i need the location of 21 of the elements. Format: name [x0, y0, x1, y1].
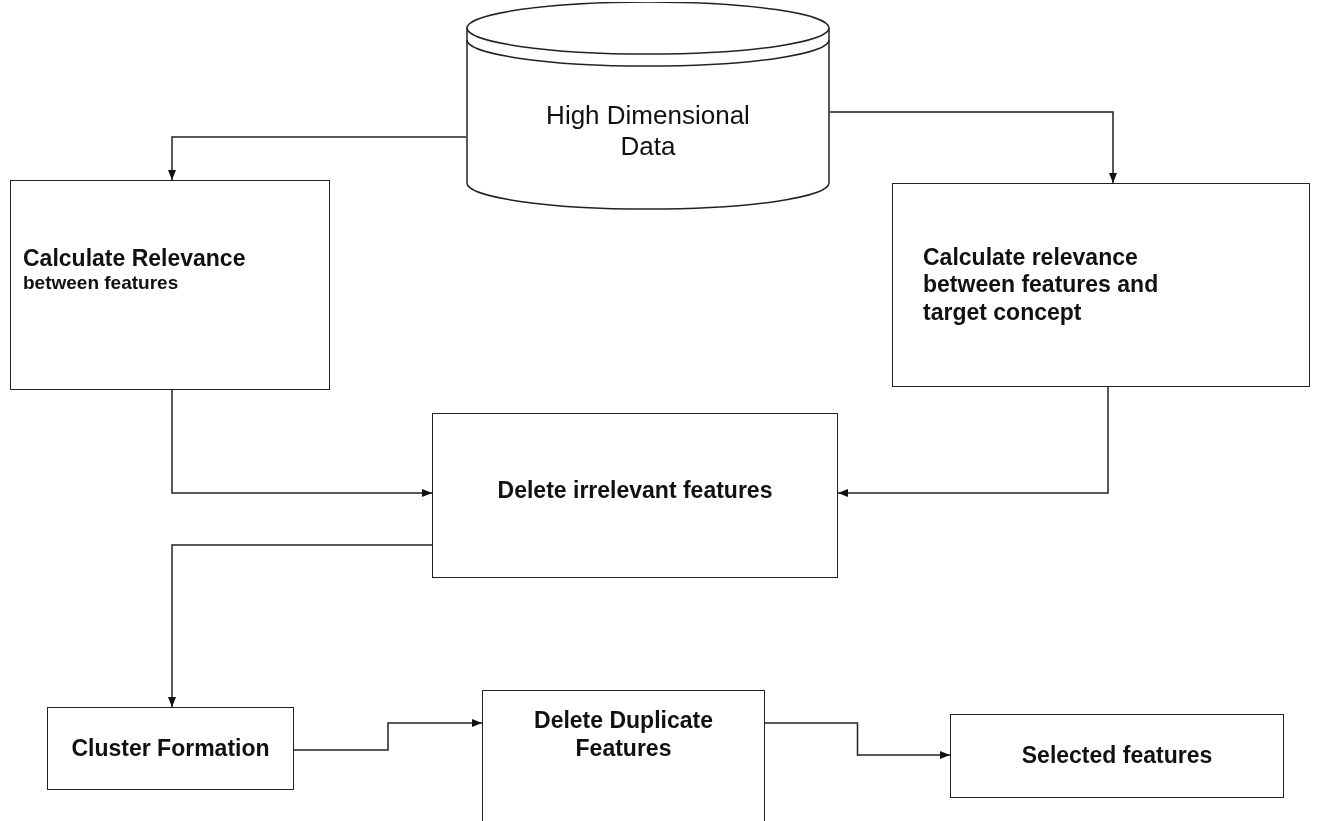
arrow	[837, 386, 1109, 497]
process-box	[482, 690, 765, 821]
arrow	[168, 136, 467, 181]
arrow	[764, 722, 951, 759]
node-label: Calculate relevance between features and target concept	[923, 243, 1160, 327]
node-label: Calculate Relevance	[23, 244, 247, 273]
arrow	[293, 719, 483, 751]
arrow	[829, 111, 1117, 184]
node-label: Delete irrelevant features	[496, 476, 774, 505]
process-box	[10, 180, 330, 390]
node-label: Selected features	[1020, 742, 1214, 770]
node-label: between features	[23, 272, 180, 296]
process-box	[47, 707, 294, 790]
node-label: High Dimensional Data	[545, 99, 751, 163]
node-label: Delete Duplicate Features	[533, 707, 714, 763]
process-box	[892, 183, 1310, 387]
arrow	[171, 389, 433, 497]
node-label: Cluster Formation	[70, 734, 271, 763]
process-box	[950, 714, 1284, 798]
process-box	[432, 413, 838, 578]
arrow	[168, 544, 433, 708]
